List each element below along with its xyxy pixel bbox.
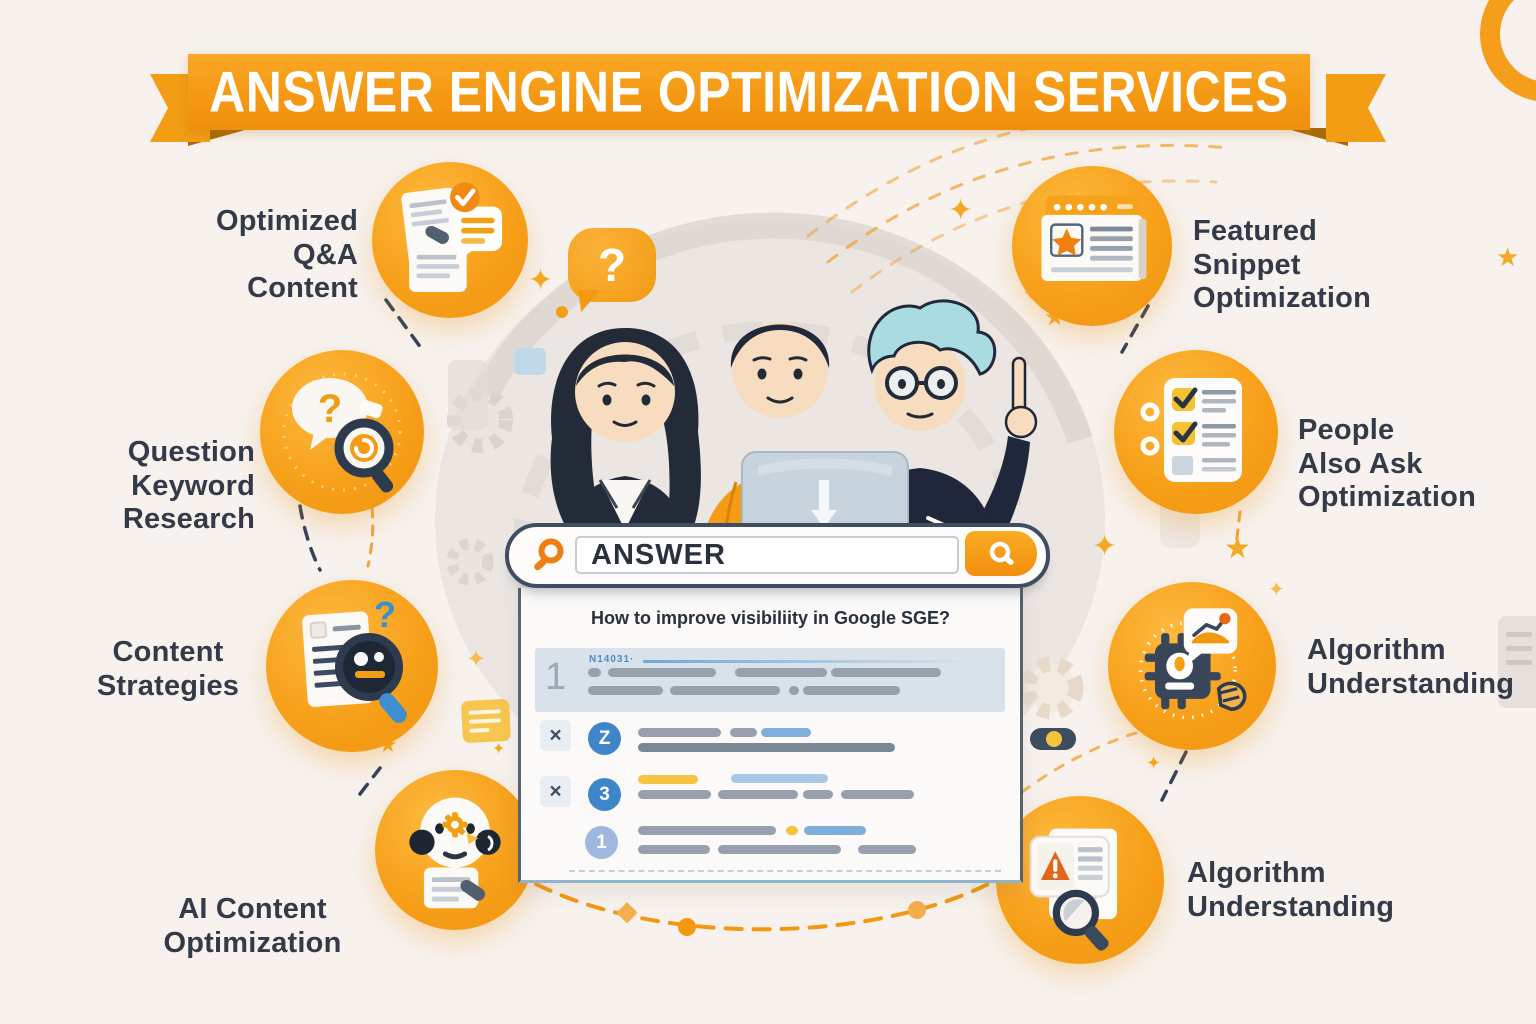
service-label-algorithm-understanding-2: Algorithm Understanding xyxy=(1187,857,1395,923)
skeleton-bar xyxy=(730,728,757,737)
result-badge: 3 xyxy=(588,778,621,811)
search-button-icon xyxy=(989,541,1014,565)
warning-doc-magnifier-icon xyxy=(1029,828,1118,951)
search-input[interactable] xyxy=(575,536,959,574)
skeleton-bar xyxy=(588,668,601,677)
question-bubble-dot xyxy=(556,306,568,318)
skeleton-bar xyxy=(638,728,721,737)
skeleton-bar xyxy=(638,790,711,799)
service-label-ai-content-optimization: AI Content Optimization xyxy=(163,893,342,959)
question-bubble-magnifier-icon: ? xyxy=(282,372,402,493)
service-circle-algorithm-understanding-2 xyxy=(996,796,1164,964)
qa-chat-check-icon xyxy=(401,182,502,292)
service-label-optimized-qa-content: Optimized Q&A Content xyxy=(216,205,358,305)
close-result-button[interactable]: × xyxy=(540,720,571,751)
note-icon xyxy=(460,698,512,744)
snippet-card-star-icon xyxy=(1041,195,1147,281)
service-circle-ai-content-optimization xyxy=(375,770,535,930)
page-title: ANSWER ENGINE OPTIMIZATION SERVICES xyxy=(209,59,1289,125)
service-circle-content-strategies: ? xyxy=(266,580,438,752)
skeleton-bar xyxy=(803,790,833,799)
service-circle-optimized-qa-content xyxy=(372,162,528,318)
sparkle-icon: ✦ xyxy=(1146,753,1162,773)
skeleton-bar xyxy=(638,743,895,752)
service-label-people-also-ask: People Also Ask Optimization xyxy=(1298,414,1477,514)
service-label-content-strategies: Content Strategies xyxy=(96,636,240,702)
skeleton-bar xyxy=(804,826,866,835)
sparkle-icon: ★ xyxy=(1224,532,1251,565)
skeleton-bar xyxy=(718,845,841,854)
skeleton-bar xyxy=(858,845,916,854)
skeleton-bar xyxy=(735,668,827,677)
question-bubble: ? xyxy=(568,228,656,302)
result-badge: Z xyxy=(588,722,621,755)
checklist-icon xyxy=(1140,378,1242,482)
service-label-featured-snippet-optimization: Featured Snippet Optimization xyxy=(1193,215,1372,315)
featured-snippet-block: 1 N14031· xyxy=(535,648,1005,712)
skeleton-bar xyxy=(638,775,698,784)
toggle-icon xyxy=(1030,728,1076,750)
sparkle-icon: ✦ xyxy=(1268,579,1285,601)
skeleton-bar xyxy=(803,686,900,695)
skeleton-bar xyxy=(789,686,799,695)
sparkle-icon: ✦ xyxy=(1092,530,1118,563)
results-question: How to improve visibiliity in Google SGE… xyxy=(590,608,951,628)
sparkle-icon: ✦ xyxy=(948,194,974,227)
service-circle-featured-snippet-optimization xyxy=(1012,166,1172,326)
skeleton-bar xyxy=(638,845,710,854)
search-bar xyxy=(505,523,1050,588)
dashed-separator xyxy=(569,870,1001,872)
featured-source-tag: N14031· xyxy=(589,654,635,665)
skeleton-bar xyxy=(831,668,941,677)
result-badge: 1 xyxy=(585,826,618,859)
question-bubble-glyph: ? xyxy=(597,239,627,291)
featured-rank: 1 xyxy=(545,656,567,698)
results-panel: How to improve visibiliity in Google SGE… xyxy=(518,588,1023,883)
chip-chart-bubble-icon xyxy=(1138,608,1247,720)
document-magnifier-icon: ? xyxy=(302,594,407,723)
service-label-algorithm-understanding: Algorithm Understanding xyxy=(1307,634,1515,700)
skeleton-bar xyxy=(588,686,663,695)
service-label-question-keyword-research: Question Keyword Research xyxy=(122,436,255,536)
close-result-button[interactable]: × xyxy=(540,776,571,807)
skeleton-bar xyxy=(638,826,776,835)
service-circle-people-also-ask xyxy=(1114,350,1278,514)
skeleton-bar xyxy=(718,790,798,799)
search-icon xyxy=(534,538,564,571)
service-circle-question-keyword-research: ? xyxy=(260,350,424,514)
sparkle-icon: ★ xyxy=(1496,242,1520,272)
skeleton-bar xyxy=(841,790,914,799)
sparkle-icon: ✦ xyxy=(466,646,487,673)
skeleton-bar xyxy=(670,686,780,695)
skeleton-bar xyxy=(731,774,828,783)
sparkle-icon: ✦ xyxy=(492,741,506,758)
service-circle-algorithm-understanding xyxy=(1108,582,1276,750)
svg-text:?: ? xyxy=(318,387,342,431)
banner-ribbon: ANSWER ENGINE OPTIMIZATION SERVICES xyxy=(188,54,1310,130)
search-button[interactable] xyxy=(965,531,1037,576)
skeleton-bar xyxy=(608,668,716,677)
featured-url-line xyxy=(643,660,973,663)
background-card xyxy=(1498,616,1536,708)
skeleton-bar xyxy=(761,728,811,737)
robot-content-icon xyxy=(409,797,501,909)
skeleton-bar xyxy=(786,826,798,835)
background-chip xyxy=(514,348,546,375)
svg-text:?: ? xyxy=(374,594,396,635)
sparkle-icon: ✦ xyxy=(528,264,554,297)
